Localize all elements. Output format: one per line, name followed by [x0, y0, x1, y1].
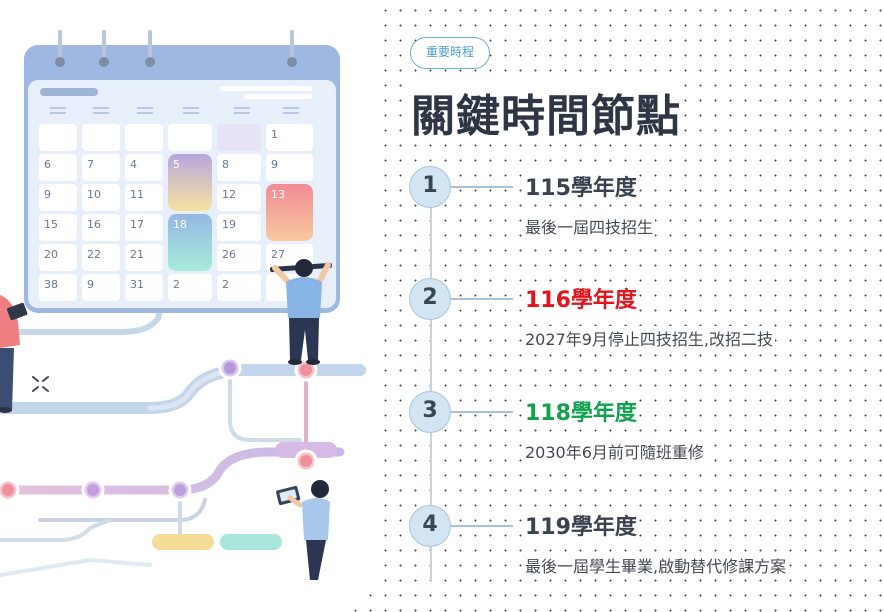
person-pencil [269, 259, 332, 365]
calendar-cell [168, 124, 212, 151]
calendar-day-label: 16 [87, 218, 101, 231]
step-number: 1 [409, 166, 451, 208]
calendar-cell [39, 124, 77, 151]
calendar-cell [217, 154, 261, 181]
step-number: 4 [409, 505, 451, 547]
calendar-day-label: 9 [271, 158, 278, 171]
calendar-cell [125, 184, 163, 211]
calendar-day-label: 9 [44, 188, 51, 201]
calendar-day-label: 17 [130, 218, 144, 231]
step-number: 3 [409, 391, 451, 433]
calendar-day-label: 9 [87, 278, 94, 291]
calendar-cell [39, 214, 77, 241]
calendar-cell [217, 124, 261, 151]
step-description: 2030年6月前可隨班重修 [523, 439, 706, 463]
step-year: 116學年度 [523, 282, 639, 314]
calendar-cell [125, 124, 163, 151]
calendar-day-label: 1 [271, 128, 278, 141]
timeline-line [430, 186, 432, 582]
calendar-cell [266, 154, 313, 181]
calendar-highlight [266, 184, 313, 241]
calendar-cell [82, 244, 120, 271]
calendar-day-label: 18 [173, 218, 187, 231]
calendar-day-label: 11 [130, 188, 144, 201]
calendar-day-label: 8 [222, 158, 229, 171]
calendar-highlight [168, 214, 212, 271]
step-connector [451, 525, 513, 527]
calendar-day-label: 6 [44, 158, 51, 171]
person-left [0, 295, 28, 413]
calendar-day-label: 4 [130, 158, 137, 171]
calendar-day-label: 2 [173, 278, 180, 291]
step-connector [451, 411, 513, 413]
step-description: 2027年9月停止四技招生,改招二技 [523, 326, 775, 350]
timeline-step: 2 116學年度 2027年9月停止四技招生,改招二技 [409, 278, 829, 368]
calendar-day-label: 20 [44, 248, 58, 261]
calendar-day-label: 13 [271, 188, 285, 201]
calendar-day-label: 19 [222, 218, 236, 231]
calendar-cell [82, 124, 120, 151]
step-year: 118學年度 [523, 395, 639, 427]
road-nodes [0, 356, 318, 502]
calendar-day-label: 22 [87, 248, 101, 261]
step-number: 2 [409, 278, 451, 320]
calendar-cell [217, 274, 261, 301]
calendar-day-label: 5 [173, 158, 180, 171]
calendar-day-label: 7 [87, 158, 94, 171]
calendar-cell [168, 274, 212, 301]
step-description: 最後一屆學生畢業,啟動替代修課方案 [523, 553, 789, 577]
calendar-cell [39, 274, 77, 301]
calendar-cell [125, 214, 163, 241]
step-description: 最後一屆四技招生 [523, 214, 656, 238]
timeline-step: 3 118學年度 2030年6月前可隨班重修 [409, 391, 829, 481]
calendar-cell [39, 244, 77, 271]
calendar-day-label: 12 [222, 188, 236, 201]
road-sign-teal [220, 534, 282, 550]
calendar-cell [125, 274, 163, 301]
sparkle-icon [32, 376, 49, 392]
page-title: 關鍵時間節點 [411, 80, 681, 144]
calendar-cell [217, 244, 261, 271]
person-tablet [276, 480, 330, 580]
calendar-day-label: 21 [130, 248, 144, 261]
calendar-day-label: 2 [222, 278, 229, 291]
calendar-cell [217, 214, 261, 241]
timeline-step: 4 119學年度 最後一屆學生畢業,啟動替代修課方案 [409, 505, 829, 595]
step-connector [451, 298, 513, 300]
weekday-header [50, 107, 299, 114]
section-badge: 重要時程 [410, 37, 490, 69]
calendar-cell [82, 274, 120, 301]
step-year: 115學年度 [523, 170, 639, 202]
step-connector [451, 186, 513, 188]
calendar-cell [125, 244, 163, 271]
calendar-cell [125, 154, 163, 181]
calendar-day-label: 38 [44, 278, 58, 291]
calendar-cell [82, 214, 120, 241]
timeline-step: 1 115學年度 最後一屆四技招生 [409, 166, 829, 256]
road-sign-yellow [152, 534, 214, 550]
calendar-day-label: 27 [271, 248, 285, 261]
calendar-cell [82, 154, 120, 181]
calendar-cell [217, 184, 261, 211]
calendar-cell [39, 184, 77, 211]
calendar-highlight [168, 154, 212, 211]
calendar-day-label: 10 [87, 188, 101, 201]
calendar-cell [266, 124, 313, 151]
calendar-day-label: 31 [130, 278, 144, 291]
step-year: 119學年度 [523, 509, 639, 541]
calendar-day-label: 26 [222, 248, 236, 261]
calendar-cell [39, 154, 77, 181]
calendar-cell [82, 184, 120, 211]
calendar-day-label: 15 [44, 218, 58, 231]
